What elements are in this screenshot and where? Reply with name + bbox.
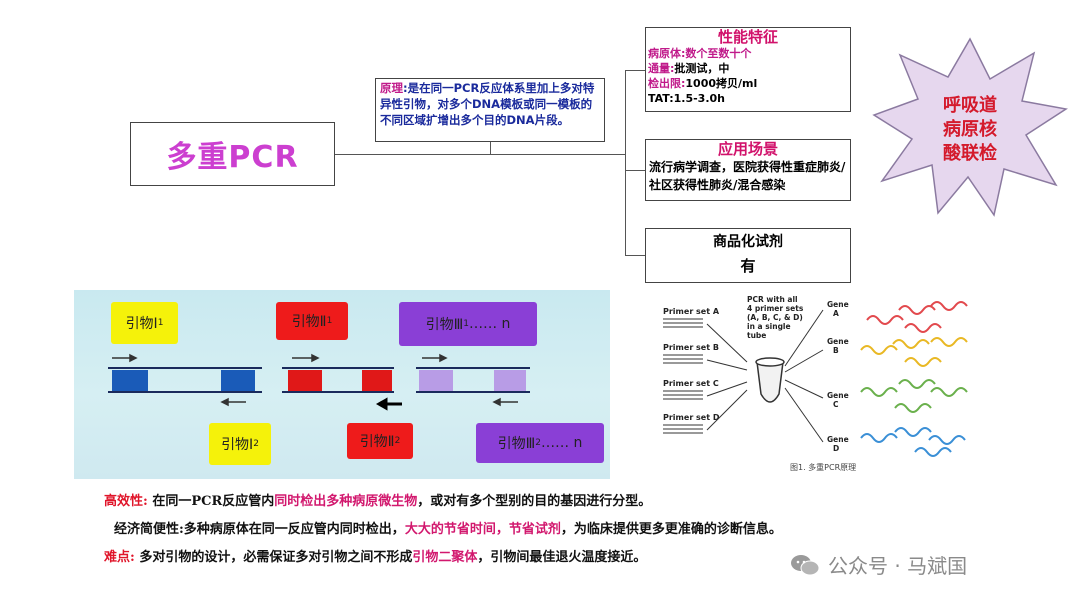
perf-key: 检出限: [648,77,686,90]
perf-row-pathogen: 病原体:数个至数十个 [646,46,850,61]
perf-key: 通量: [648,62,675,75]
primer-set-b: Primer set B [663,343,719,352]
star-line-3: 酸联检 [943,142,997,164]
perf-value: 数个至数十个 [685,47,752,60]
note-highlight: 大大的节省时间，节省试剂 [404,522,561,537]
commercial-box: 商品化试剂 有 [645,228,851,283]
dna-group-a [866,301,968,333]
perf-value: 1.5-3.0h [673,92,725,105]
perf-row-tat: TAT:1.5-3.0h [646,91,850,106]
main-title: 多重PCR [166,140,299,175]
tube-caption-4: in a single [747,322,791,331]
block-blue-1 [112,370,148,391]
wechat-icon [791,554,820,575]
watermark: 公众号 · 马斌国 [790,550,967,579]
connector-principle [490,142,491,154]
star-line-2: 病原核 [943,118,997,140]
note-economy: 经济简便性:多种病原体在同一反应管内同时检出，大大的节省时间，节省试剂，为临床提… [114,518,782,537]
gene-a-1: Gene [827,300,849,309]
main-title-box: 多重PCR [130,122,335,186]
principle-box: 原理:是在同一PCR反应体系里加上多对特异性引物，对多个DNA模板或同一模板的不… [375,78,605,142]
note-efficiency-label: 高效性: [104,494,148,509]
perf-value: 批测试，中 [674,62,730,75]
connector-app [625,170,645,171]
note-text: ，为临床提供更多更准确的诊断信息。 [560,522,782,537]
application-title: 应用场景 [717,140,778,158]
tube-caption-3: (A, B, C, & D) [747,313,803,322]
block-purple-1 [419,370,453,391]
dna-group-b [860,337,968,367]
watermark-text: 公众号 · 马斌国 [828,554,968,578]
principle-text: :是在同一PCR反应体系里加上多对特异性引物，对多个DNA模板或同一模板的不同区… [380,81,595,127]
note-difficulty: 难点: 多对引物的设计，必需保证多对引物之间不形成引物二聚体，引物间最佳退火温度… [104,546,646,565]
gene-b-2: B [833,346,839,355]
multiplex-pcr-figure: Primer set A Primer set B Primer set C P… [663,295,968,472]
gene-c-2: C [833,400,839,409]
connector-perf [625,70,645,71]
perf-value: 1000拷贝/ml [685,77,758,90]
gene-a-2: A [833,309,839,318]
note-highlight: 同时检出多种病原微生物 [274,494,418,509]
commercial-value: 有 [740,257,756,275]
gene-b-1: Gene [827,337,849,346]
principle-label: 原理 [380,81,403,95]
connector-vertical [625,70,626,255]
perf-row-throughput: 通量:批测试，中 [646,61,850,76]
note-difficulty-label: 难点: [104,550,135,565]
note-efficiency: 高效性: 在同一PCR反应管内同时检出多种病原微生物，或对有多个型别的目的基因进… [104,490,651,509]
note-text: 在同一PCR反应管内 [152,494,275,509]
note-text: 多对引物的设计，必需保证多对引物之间不形成 [139,550,413,565]
tube-caption-5: tube [747,331,766,340]
connector-main [335,154,625,155]
note-text: 经济简便性:多种病原体在同一反应管内同时检出， [114,522,405,537]
gene-d-1: Gene [827,435,849,444]
star-shape [872,37,1068,217]
gene-d-2: D [833,444,839,453]
tube-caption-2: 4 primer sets [747,304,804,313]
note-text: ，引物间最佳退火温度接近。 [477,550,647,565]
pcr-tube [756,361,784,403]
performance-box: 性能特征 病原体:数个至数十个 通量:批测试，中 检出限:1000拷贝/ml T… [645,27,851,112]
primer-set-c: Primer set C [663,379,719,388]
note-highlight: 引物二聚体 [412,550,478,565]
application-text: 流行病学调查，医院获得性重症肺炎/社区获得性肺炎/混合感染 [649,160,846,192]
block-red-1 [288,370,322,391]
primer-set-a: Primer set A [663,307,720,316]
dna-strands [108,353,530,411]
figure-caption: 图1. 多重PCR原理 [790,462,856,472]
star-badge: 呼吸道 病原核 酸联检 [872,37,1068,217]
primer-set-d: Primer set D [663,413,720,422]
application-box: 应用场景 流行病学调查，医院获得性重症肺炎/社区获得性肺炎/混合感染 [645,139,851,201]
note-text: ，或对有多个型别的目的基因进行分型。 [417,494,652,509]
block-blue-2 [221,370,255,391]
gene-c-1: Gene [827,391,849,400]
block-red-2 [362,370,392,391]
connector-comm [625,255,645,256]
perf-key: 病原体: [648,47,686,60]
commercial-title: 商品化试剂 [713,234,783,250]
dna-group-c [860,379,968,413]
star-line-1: 呼吸道 [943,94,997,116]
performance-title: 性能特征 [717,28,778,46]
tube-caption-1: PCR with all [747,295,798,304]
perf-key: TAT: [648,92,674,105]
dna-group-d [860,427,966,457]
perf-row-lod: 检出限:1000拷贝/ml [646,76,850,91]
block-purple-2 [494,370,526,391]
